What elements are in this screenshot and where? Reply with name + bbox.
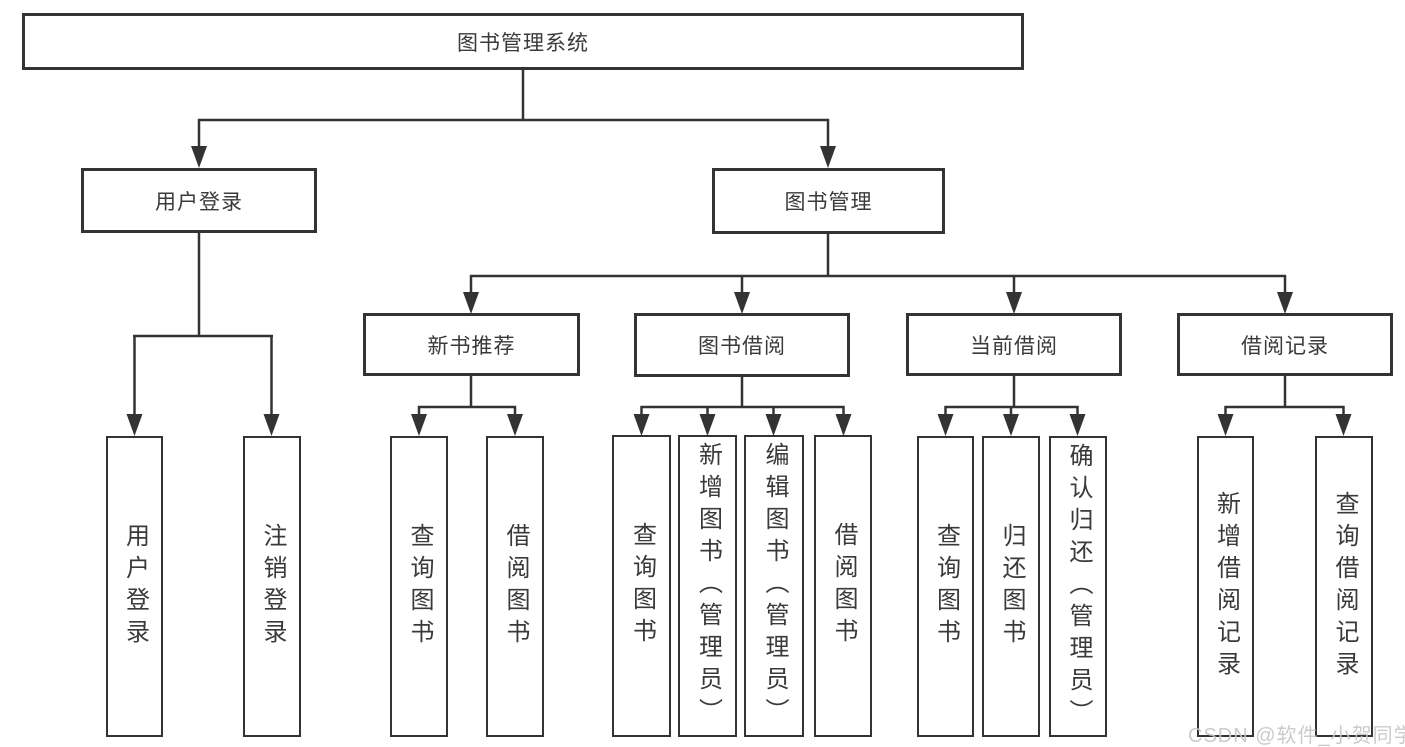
leaf-query-books-current: 查询图书	[917, 436, 974, 737]
arrow-down-icon	[765, 414, 782, 436]
arrow-down-icon	[191, 146, 207, 168]
arrow-down-icon	[411, 414, 427, 436]
arrow-down-icon	[1277, 292, 1293, 314]
arrow-down-icons	[126, 146, 1352, 436]
node-label: 图书管理系统	[457, 31, 589, 55]
node-current-borrow: 当前借阅	[906, 313, 1122, 376]
arrow-down-icon	[263, 414, 280, 436]
node-label: 编辑图书（管理员）	[761, 442, 788, 730]
node-label: 用户登录	[121, 522, 149, 651]
node-label: 图书管理	[784, 191, 873, 214]
node-label: 新增图书（管理员）	[694, 442, 722, 730]
arrow-down-icon	[1335, 414, 1352, 436]
arrow-down-icon	[126, 414, 143, 436]
arrow-down-icon	[835, 414, 852, 436]
node-user-login: 用户登录	[81, 168, 317, 233]
node-label: 新增借阅记录	[1212, 490, 1240, 683]
node-label: 用户登录	[155, 190, 243, 214]
node-label: 当前借阅	[970, 334, 1058, 358]
node-book-borrow: 图书借阅	[634, 313, 850, 377]
leaf-return-books: 归还图书	[982, 436, 1040, 737]
arrow-down-icon	[507, 414, 523, 436]
node-root: 图书管理系统	[22, 13, 1024, 70]
arrow-down-icon	[1217, 414, 1234, 436]
leaf-logout: 注销登录	[243, 436, 301, 737]
leaf-add-books-admin: 新增图书（管理员）	[678, 435, 737, 737]
arrow-down-icon	[734, 292, 750, 314]
node-borrow-records: 借阅记录	[1177, 313, 1393, 376]
leaf-borrow-books-recommend: 借阅图书	[486, 436, 544, 737]
arrow-down-icon	[1069, 414, 1086, 436]
node-book-management: 图书管理	[712, 168, 945, 234]
node-label: 借阅图书	[502, 522, 529, 651]
node-label: 确认归还（管理员）	[1065, 442, 1092, 731]
leaf-confirm-return-admin: 确认归还（管理员）	[1049, 436, 1107, 737]
node-label: 借阅记录	[1241, 334, 1329, 358]
node-label: 查询借阅记录	[1331, 490, 1358, 683]
leaf-query-books-borrow: 查询图书	[612, 435, 671, 737]
leaf-user-login: 用户登录	[106, 436, 163, 737]
leaf-query-books-recommend: 查询图书	[390, 436, 448, 737]
leaf-borrow-books: 借阅图书	[814, 435, 872, 737]
arrow-down-icon	[699, 414, 716, 436]
leaf-add-borrow-record: 新增借阅记录	[1197, 436, 1254, 737]
leaf-query-borrow-record: 查询借阅记录	[1315, 436, 1373, 737]
node-label: 查询图书	[628, 522, 656, 650]
node-label: 查询图书	[406, 522, 433, 651]
leaf-edit-books-admin: 编辑图书（管理员）	[744, 435, 804, 737]
csdn-watermark: CSDN @软件_小贺同学	[1188, 725, 1405, 747]
node-label: 图书借阅	[698, 335, 786, 358]
node-label: 注销登录	[259, 522, 286, 651]
arrow-down-icon	[1006, 292, 1022, 314]
arrow-down-icon	[1003, 414, 1019, 436]
node-label: 借阅图书	[830, 522, 857, 650]
arrow-down-icon	[463, 292, 479, 314]
node-new-book-recommend: 新书推荐	[363, 313, 580, 376]
arrow-down-icon	[937, 414, 954, 436]
node-label: 新书推荐	[427, 334, 516, 358]
arrow-down-icon	[633, 414, 650, 436]
arrow-down-icon	[820, 146, 836, 168]
node-label: 查询图书	[932, 522, 960, 651]
node-label: 归还图书	[998, 522, 1025, 651]
